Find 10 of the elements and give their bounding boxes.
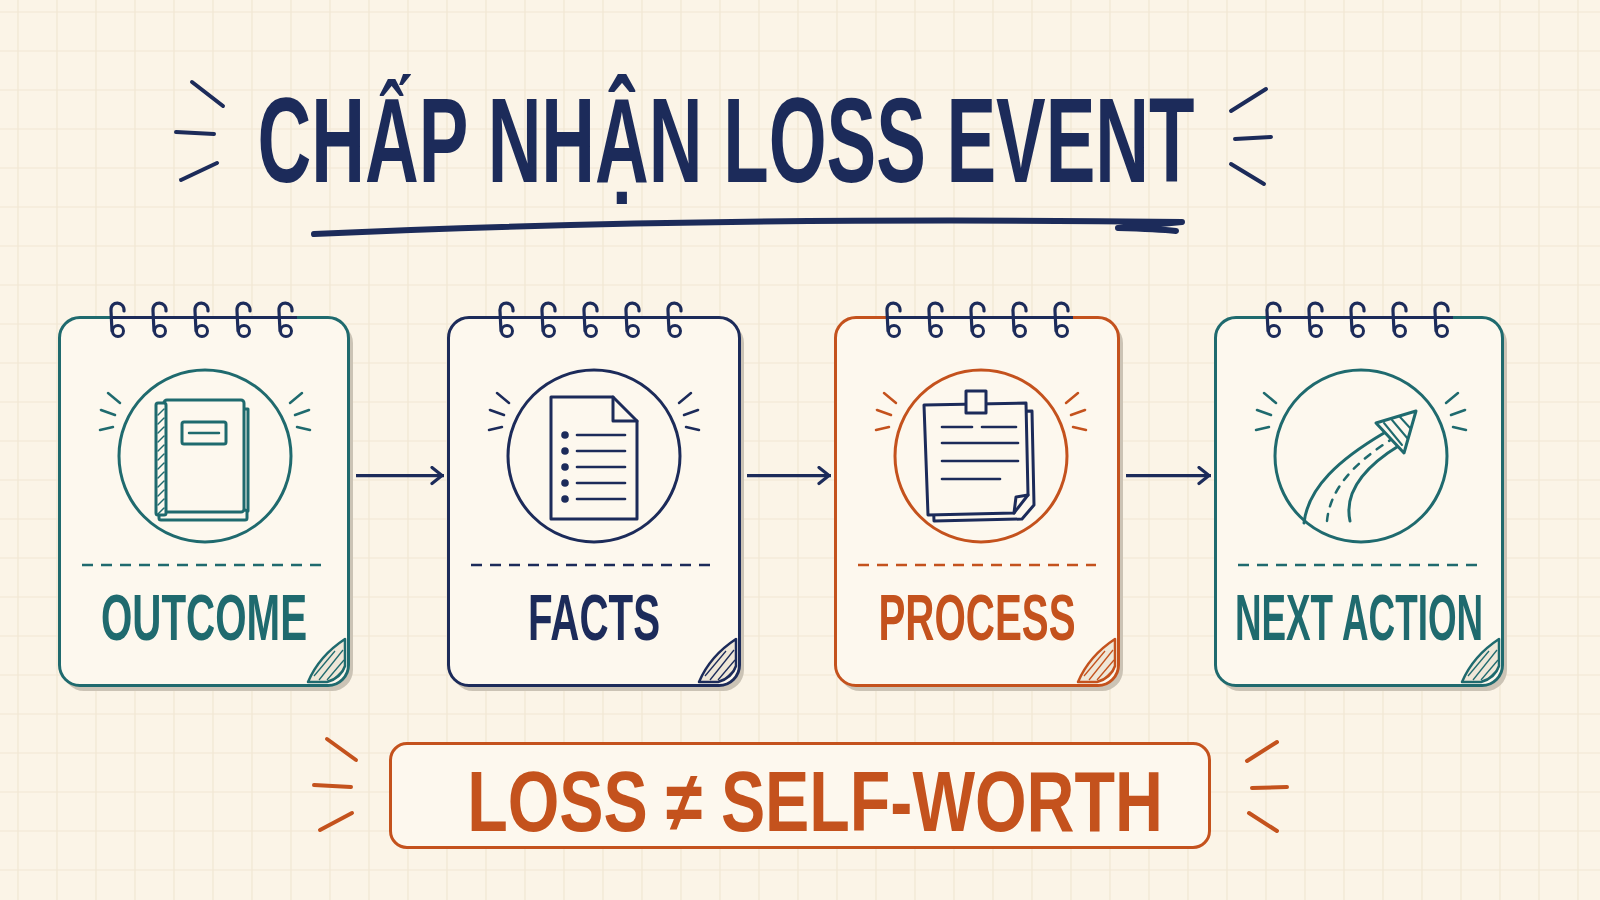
card-title: NEXT ACTION: [1234, 581, 1484, 656]
banner-box: [389, 742, 1211, 849]
banner-text: LOSS ≠ SELF-WORTH: [467, 755, 1163, 849]
arrow: [1126, 465, 1211, 486]
card-title: FACTS: [527, 581, 661, 656]
arrow: [747, 465, 831, 486]
card-title: PROCESS: [878, 581, 1076, 656]
title: CHẤP NHẬN LOSS EVENT: [257, 72, 1195, 209]
arrow: [356, 465, 444, 486]
card-title: OUTCOME: [100, 581, 308, 656]
